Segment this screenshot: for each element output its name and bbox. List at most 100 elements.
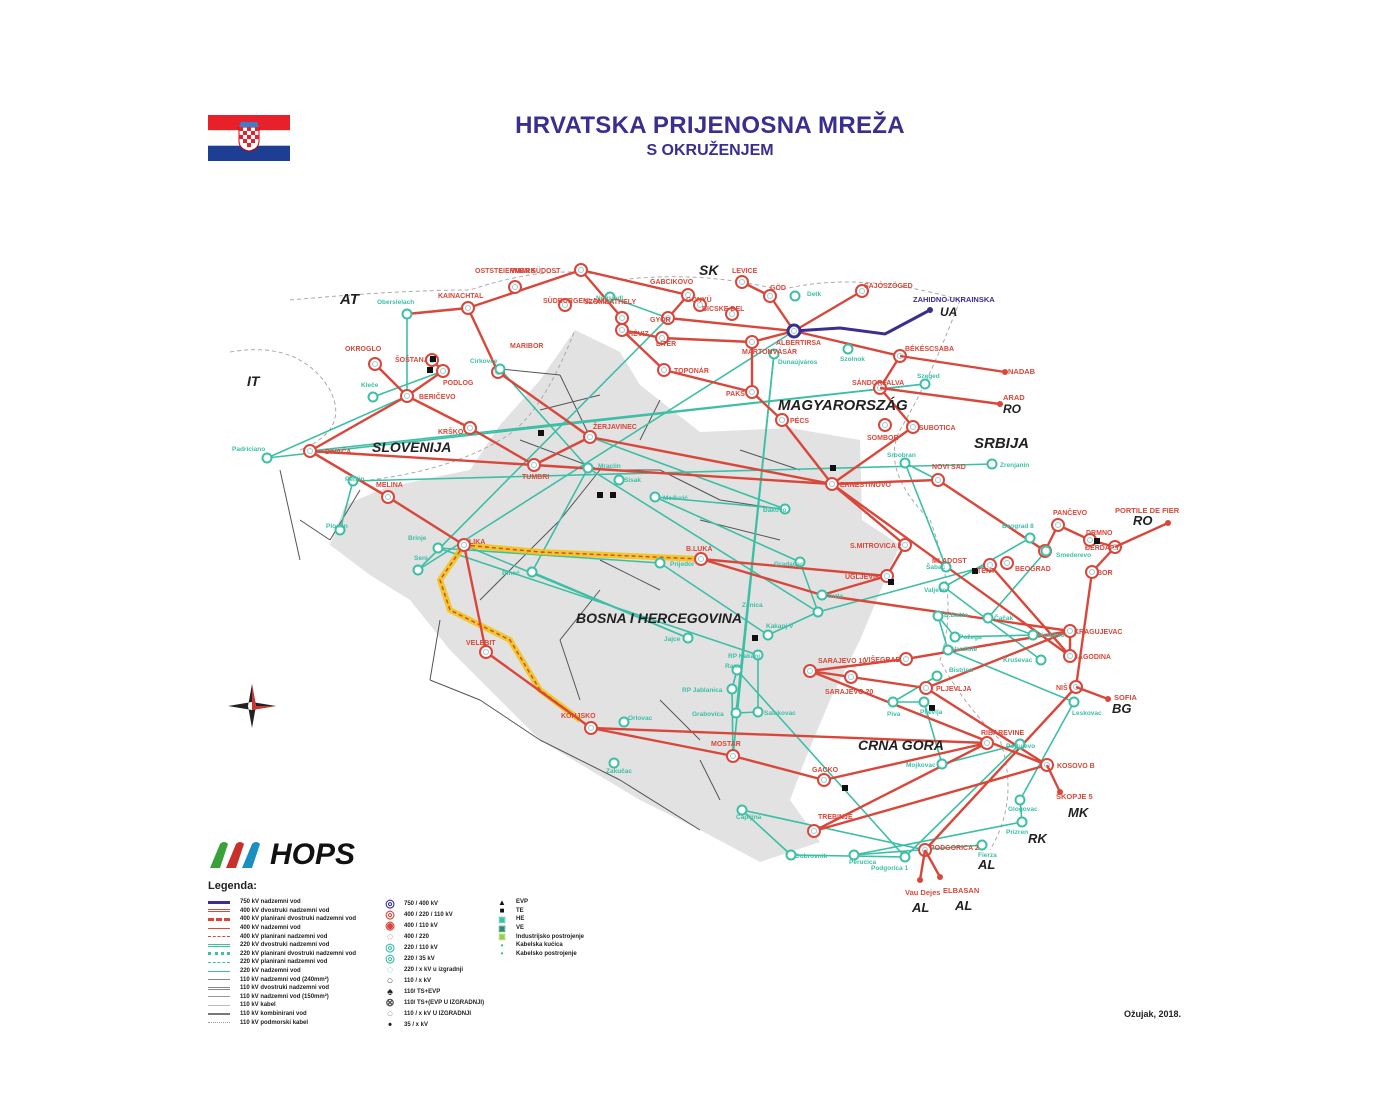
substation-400kv[interactable] [980, 736, 994, 750]
substation-220kv[interactable] [1035, 654, 1047, 666]
substation-220kv[interactable] [762, 629, 774, 641]
substation-400kv[interactable] [655, 331, 669, 345]
substation-220kv[interactable] [682, 632, 694, 644]
substation-400kv[interactable] [899, 652, 913, 666]
substation-220kv[interactable] [794, 556, 806, 568]
substation-220kv[interactable] [816, 589, 828, 601]
substation-220kv[interactable] [940, 561, 952, 573]
substation-400kv[interactable] [807, 824, 821, 838]
substation-400kv[interactable] [661, 311, 675, 325]
substation-400kv[interactable] [1063, 624, 1077, 638]
substation-400kv[interactable] [763, 289, 777, 303]
substation-220kv[interactable] [899, 457, 911, 469]
substation-400kv[interactable] [461, 301, 475, 315]
substation-220kv[interactable] [848, 849, 860, 861]
substation-220kv[interactable] [936, 758, 948, 770]
substation-220kv[interactable] [334, 524, 346, 536]
substation-220kv[interactable] [347, 475, 359, 487]
substation-400kv[interactable] [817, 773, 831, 787]
substation-400kv[interactable] [1085, 565, 1099, 579]
substation-400kv[interactable] [745, 335, 759, 349]
substation-400kv[interactable] [1051, 518, 1065, 532]
substation-220kv[interactable] [982, 612, 994, 624]
substation-220kv[interactable] [736, 804, 748, 816]
substation-220kv[interactable] [1014, 738, 1026, 750]
substation-400kv[interactable] [457, 538, 471, 552]
substation-220kv[interactable] [1068, 696, 1080, 708]
substation-220kv[interactable] [613, 474, 625, 486]
substation-220kv[interactable] [938, 581, 950, 593]
substation-220kv[interactable] [752, 706, 764, 718]
substation-220kv[interactable] [1040, 545, 1052, 557]
substation-400kv[interactable] [381, 490, 395, 504]
substation-220kv[interactable] [261, 452, 273, 464]
substation-400kv[interactable] [574, 263, 588, 277]
substation-220kv[interactable] [654, 557, 666, 569]
substation-220kv[interactable] [1024, 532, 1036, 544]
substation-400kv[interactable] [855, 284, 869, 298]
substation-220kv[interactable] [976, 839, 988, 851]
substation-220kv[interactable] [986, 458, 998, 470]
substation-220kv[interactable] [649, 491, 661, 503]
substation-400kv[interactable] [693, 298, 707, 312]
substation-220kv[interactable] [931, 670, 943, 682]
substation-220kv[interactable] [367, 391, 379, 403]
substation-220kv[interactable] [401, 308, 413, 320]
substation-220kv[interactable] [918, 696, 930, 708]
substation-400kv[interactable] [400, 389, 414, 403]
substation-220kv[interactable] [730, 707, 742, 719]
substation-400kv[interactable] [825, 477, 839, 491]
substation-400kv[interactable] [584, 721, 598, 735]
substation-220kv[interactable] [932, 610, 944, 622]
substation-400kv[interactable] [735, 275, 749, 289]
substation-220kv[interactable] [842, 343, 854, 355]
substation-220kv[interactable] [785, 849, 797, 861]
substation-400kv[interactable] [615, 323, 629, 337]
substation-400kv[interactable] [527, 458, 541, 472]
substation-220kv[interactable] [608, 757, 620, 769]
substation-400kv[interactable] [615, 311, 629, 325]
substation-220kv[interactable] [899, 851, 911, 863]
substation-220kv[interactable] [752, 649, 764, 661]
substation-220kv[interactable] [812, 606, 824, 618]
substation-400kv[interactable] [1000, 556, 1014, 570]
substation-400kv[interactable] [803, 664, 817, 678]
substation-220kv[interactable] [779, 503, 791, 515]
substation-220kv[interactable] [432, 542, 444, 554]
substation-400kv[interactable] [745, 385, 759, 399]
substation-220kv[interactable] [1014, 794, 1026, 806]
substation-400kv[interactable] [878, 418, 892, 432]
substation-400kv[interactable] [681, 288, 695, 302]
substation-220kv[interactable] [1016, 816, 1028, 828]
substation-400kv[interactable] [906, 420, 920, 434]
substation-400kv[interactable] [463, 421, 477, 435]
substation-400kv[interactable] [919, 681, 933, 695]
substation-400kv[interactable] [479, 645, 493, 659]
substation-400kv[interactable] [368, 357, 382, 371]
substation-400kv[interactable] [898, 538, 912, 552]
substation-400kv[interactable] [303, 444, 317, 458]
substation-220kv[interactable] [942, 644, 954, 656]
substation-400kv[interactable] [558, 298, 572, 312]
substation-220kv[interactable] [526, 566, 538, 578]
substation-400kv[interactable] [725, 307, 739, 321]
substation-400kv[interactable] [1063, 649, 1077, 663]
substation-220kv[interactable] [618, 716, 630, 728]
substation-220kv[interactable] [919, 378, 931, 390]
substation-400kv[interactable] [583, 430, 597, 444]
substation-220kv[interactable] [731, 664, 743, 676]
substation-400kv[interactable] [775, 413, 789, 427]
substation-220kv[interactable] [726, 683, 738, 695]
substation-220kv[interactable] [887, 696, 899, 708]
substation-400kv[interactable] [844, 670, 858, 684]
substation-220kv[interactable] [789, 290, 801, 302]
substation-400kv[interactable] [931, 473, 945, 487]
substation-400kv[interactable] [436, 364, 450, 378]
substation-220kv[interactable] [604, 291, 616, 303]
substation-400kv[interactable] [657, 363, 671, 377]
substation-220kv[interactable] [949, 631, 961, 643]
substation-400kv[interactable] [726, 749, 740, 763]
substation-220kv[interactable] [768, 348, 780, 360]
substation-400kv[interactable] [983, 558, 997, 572]
substation-220kv[interactable] [582, 462, 594, 474]
